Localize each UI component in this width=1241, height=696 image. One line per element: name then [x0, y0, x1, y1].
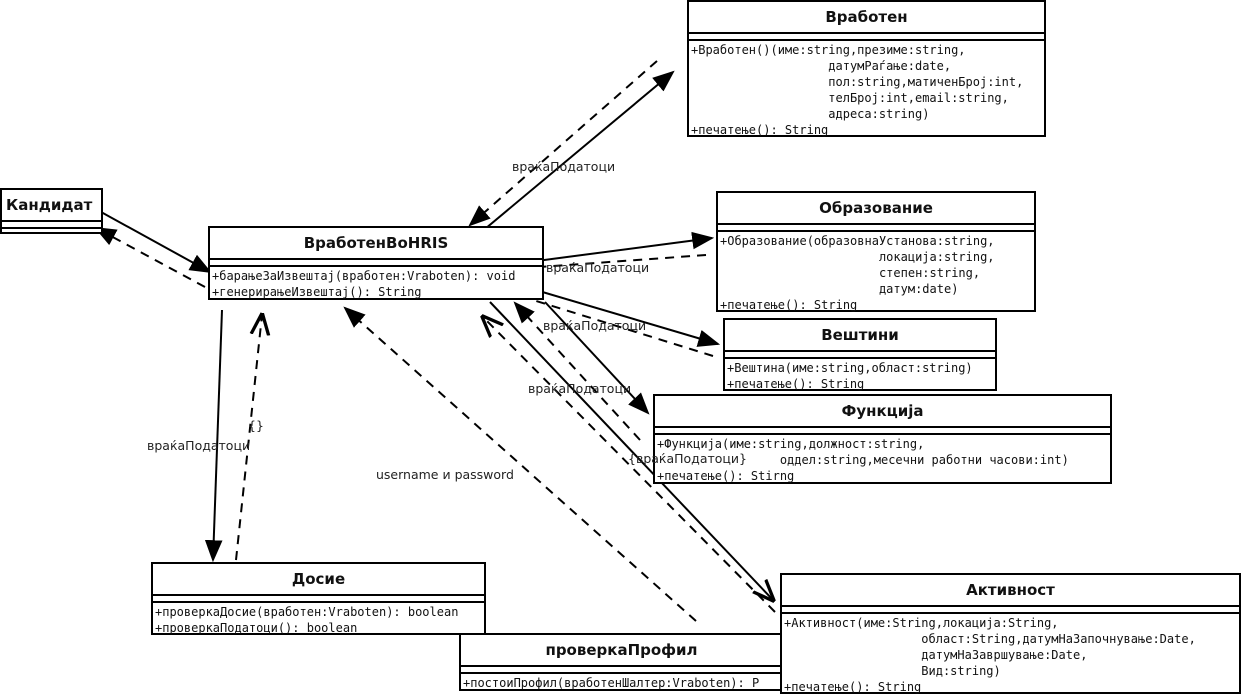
operation-line: оддел:string,месечни работни часови:int) [657, 453, 1069, 467]
operations-compartment: +Вработен()(име:string,презиме:string, д… [689, 41, 1044, 139]
operation-line: +генерирањеИзвештај(): String [212, 285, 422, 299]
class-title: Образование [718, 193, 1034, 225]
edge-hris-to-aktivnost [489, 301, 773, 600]
edge-hris-to-vraboten [454, 70, 675, 255]
class-vraboten-vo-hris[interactable]: ВработенВоHRIS +барањеЗаИзвештај(вработе… [208, 226, 544, 300]
edge-profil-to-hris [343, 306, 697, 622]
edge-label-veshtini: враќаПодатоци [543, 318, 647, 333]
operation-line: +печатење(): String [691, 123, 829, 137]
class-kandidat[interactable]: Кандидат [0, 188, 103, 234]
operation-line: +проверкаДосие(вработен:Vraboten): boole… [155, 605, 459, 619]
operation-line: +печатење(): String [720, 298, 858, 312]
operation-line: датумНаЗавршување:Date, [784, 648, 1088, 662]
attributes-compartment [461, 667, 782, 674]
operation-line: +барањеЗаИзвештај(вработен:Vraboten): vo… [212, 269, 516, 283]
operations-compartment: +Активност(име:String,локација:String, о… [782, 614, 1239, 696]
operation-line: +Вработен()(име:string,презиме:string, [691, 43, 966, 57]
class-dosie[interactable]: Досие +проверкаДосие(вработен:Vraboten):… [151, 562, 486, 635]
operation-line: +печатење(): String [727, 377, 865, 391]
operation-line: Вид:string) [784, 664, 1001, 678]
operations-compartment: +барањеЗаИзвештај(вработен:Vraboten): vo… [210, 267, 542, 301]
operation-line: пол:string,матиченБрој:int, [691, 75, 1024, 89]
operation-line: локација:string, [720, 250, 995, 264]
attributes-compartment [655, 428, 1110, 435]
class-vraboten[interactable]: Вработен +Вработен()(име:string,презиме:… [687, 0, 1046, 137]
attributes-compartment [782, 607, 1239, 614]
class-title: Вработен [689, 2, 1044, 34]
edge-kandidat-to-hris [91, 206, 212, 274]
class-title: Активност [782, 575, 1239, 607]
operation-line: +печатење(): String [784, 680, 922, 694]
edge-label-dosie-return: {} [248, 418, 264, 433]
edge-aktivnost-to-hris [483, 317, 776, 613]
operations-compartment: +проверкаДосие(вработен:Vraboten): boole… [153, 603, 484, 637]
operations-compartment: +Вештина(име:string,област:string) +печат… [725, 359, 995, 393]
operation-line: +Образование(образовнаУстанова:string, [720, 234, 995, 248]
edge-label-obrazovanie: враќаПодатоци [546, 260, 650, 275]
attributes-compartment [153, 596, 484, 603]
operation-line: област:String,датумНаЗапочнување:Date, [784, 632, 1196, 646]
edge-label-dosie-call: враќаПодатоци [147, 438, 251, 453]
edge-hris-to-kandidat [94, 226, 206, 288]
operation-line: степен:string, [720, 266, 981, 280]
attributes-compartment [689, 34, 1044, 41]
class-title: проверкаПрофил [461, 635, 782, 667]
operation-line: +печатење(): Stirng [657, 469, 795, 483]
operation-line: адреса:string) [691, 107, 930, 121]
operation-line: +Активност(име:String,локација:String, [784, 616, 1059, 630]
attributes-compartment [718, 225, 1034, 232]
operation-line: датумРаѓање:date, [691, 59, 952, 73]
attributes-compartment [2, 222, 101, 229]
operations-compartment: +постоиПрофил(вработенШалтер:Vraboten): … [461, 674, 782, 692]
class-title: Функција [655, 396, 1110, 428]
class-title: Досие [153, 564, 484, 596]
edge-label-profil: username и password [376, 467, 514, 482]
class-aktivnost[interactable]: Активност +Активност(име:String,локација… [780, 573, 1241, 694]
operations-compartment: +Образование(образовнаУстанова:string, л… [718, 232, 1034, 314]
edge-label-funkcija: враќаПодатоци [528, 381, 632, 396]
class-title: Вештини [725, 320, 995, 352]
class-veshtini[interactable]: Вештини +Вештина(име:string,област:strin… [723, 318, 997, 391]
class-obrazovanie[interactable]: Образование +Образование(образовнаУстано… [716, 191, 1036, 312]
class-title: ВработенВоHRIS [210, 228, 542, 260]
edge-label-aktivnost: {враќаПодатоци} [628, 451, 747, 466]
edge-vraboten-to-hris [468, 60, 658, 227]
operation-line: +Функција(име:string,должност:string, [657, 437, 925, 451]
operation-line: телБрој:int,email:string, [691, 91, 1009, 105]
edge-hris-to-funkcija [544, 301, 650, 415]
operation-line: +Вештина(име:string,област:string) [727, 361, 973, 375]
class-title: Кандидат [2, 190, 101, 222]
edge-label-vraboten: враќаПодатоци [512, 159, 616, 174]
operation-line: +постоиПрофил(вработенШалтер:Vraboten): … [463, 676, 760, 690]
attributes-compartment [725, 352, 995, 359]
operation-line: датум:date) [720, 282, 959, 296]
operations-compartment: +Функција(име:string,должност:string, од… [655, 435, 1110, 485]
operation-line: +проверкаПодатоци(): boolean [155, 621, 358, 635]
edge-hris-to-dosie [204, 309, 223, 563]
attributes-compartment [210, 260, 542, 267]
class-proverka-profil[interactable]: проверкаПрофил +постоиПрофил(вработенШал… [459, 633, 784, 691]
class-funkcija[interactable]: Функција +Функција(име:string,должност:s… [653, 394, 1112, 484]
